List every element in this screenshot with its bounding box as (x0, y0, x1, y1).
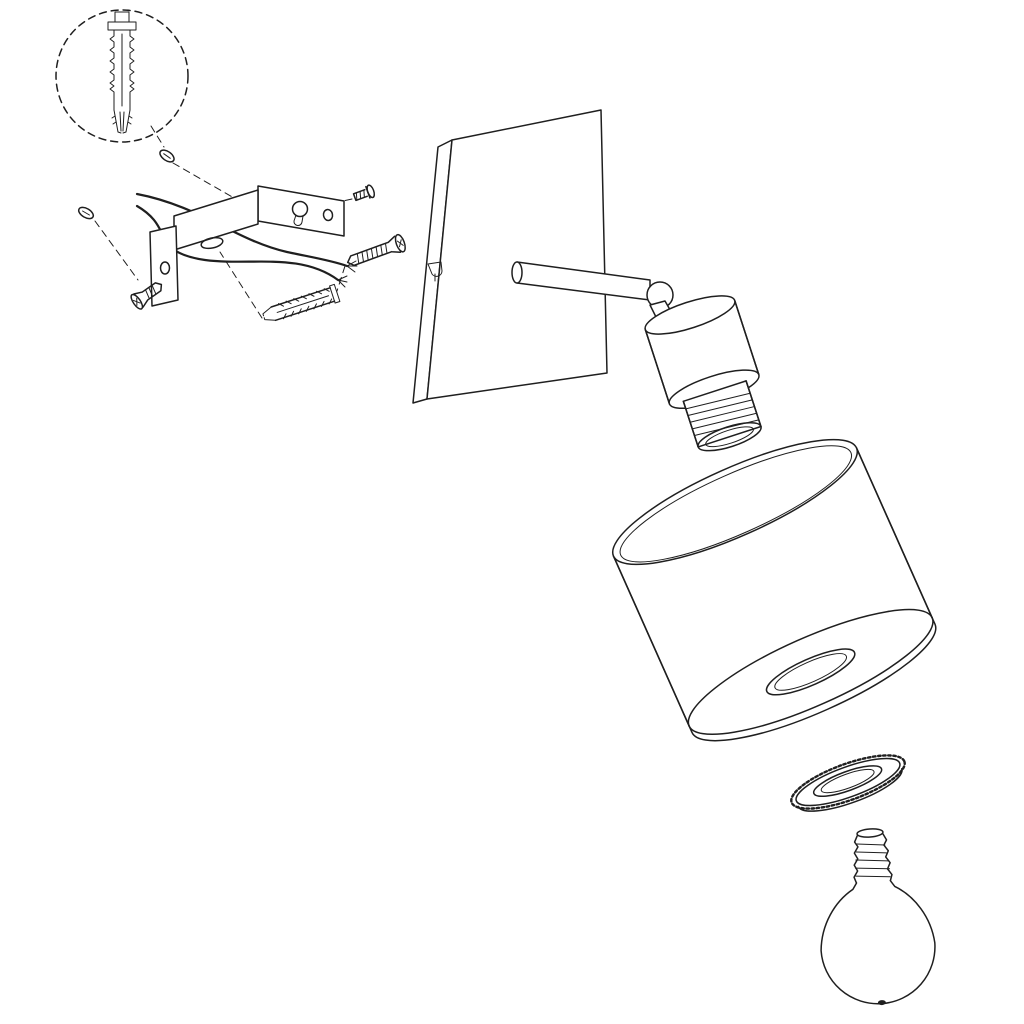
bracket-left-flange (149, 225, 179, 307)
screw-slot (82, 210, 90, 216)
ring-inner (812, 765, 883, 798)
bulb-cap-top (856, 828, 884, 838)
wall-anchor-detail-callout (55, 9, 189, 143)
shade-bottom-rim (688, 617, 937, 742)
cylindrical-shade (611, 438, 937, 742)
ring-thickness (797, 768, 903, 812)
mounting-bracket (149, 185, 345, 307)
bulb-cap-right-thread-edge (882, 833, 893, 882)
socket-thread-coils (685, 392, 760, 437)
flange-hole (159, 261, 171, 275)
anchor-right-edge (129, 29, 135, 111)
wire (135, 192, 349, 268)
long-countersunk-screw (346, 233, 406, 267)
bracket-web (173, 189, 259, 251)
bulb-glass (820, 879, 936, 1005)
screw-slot (163, 153, 171, 159)
anchor-top (114, 11, 130, 23)
leader-line (311, 198, 353, 209)
callout-dashed-circle (55, 9, 189, 143)
socket-top-rim (644, 295, 736, 335)
anchor-collar (107, 21, 137, 31)
machine-screw (352, 184, 376, 202)
light-bulb (820, 828, 936, 1006)
anchor-tip-ribs (111, 115, 133, 125)
ring-bore (820, 768, 875, 794)
wire (135, 204, 340, 282)
dowel-split-tip (262, 306, 277, 321)
anchor-left-edge (109, 29, 115, 111)
socket-body-sides (644, 299, 760, 405)
ring-knurl-edge (790, 754, 906, 810)
socket-inner-thread (705, 426, 754, 448)
ring-outer (795, 757, 901, 807)
screw-shaft (352, 185, 371, 202)
wire-strands (337, 275, 348, 288)
countersunk-screw (130, 282, 163, 310)
lamp-socket (644, 295, 762, 452)
lamp-arm (511, 261, 674, 320)
socket-open-end (697, 422, 762, 452)
anchor-split-tip (113, 109, 131, 134)
bracket-slot (200, 236, 224, 250)
screw-threads (355, 189, 365, 201)
bulb-bottom-tip (877, 1000, 886, 1006)
screw-head-marker (77, 206, 95, 220)
bulb-cap-left-thread-edge (853, 835, 859, 884)
leader-line (94, 220, 139, 281)
bulb-cap-threads (854, 843, 891, 878)
bracket-keyhole-slot (293, 214, 304, 226)
bracket-hole (322, 208, 334, 222)
retaining-ring (790, 754, 906, 812)
leader-line (150, 125, 165, 148)
screw-threads (145, 284, 157, 300)
shade-top-opening (611, 438, 859, 566)
shade-top-inner-rim (619, 445, 853, 563)
leader-line (219, 251, 263, 319)
dowel-body (270, 287, 336, 322)
dowel-collar (329, 283, 341, 304)
screw-cross-slot (132, 297, 141, 306)
bracket-keyhole (291, 200, 309, 218)
dowel-center-line (276, 295, 330, 313)
plate-front-face (426, 109, 608, 400)
shade-center-hole-outer (765, 648, 856, 696)
dowel-ribs (278, 288, 333, 320)
arm-rod-end-cap (511, 261, 523, 284)
wall-anchor-dowel (262, 283, 341, 322)
shade-center-hole-inner (774, 653, 848, 691)
wall-plate (412, 109, 608, 404)
screw-head-marker (159, 149, 175, 163)
plate-hook-cutout (427, 261, 443, 282)
shade-sides (612, 447, 933, 727)
wall-anchor-icon (107, 11, 137, 134)
screw-cross-slot (396, 239, 404, 248)
screw-threads (356, 242, 388, 265)
